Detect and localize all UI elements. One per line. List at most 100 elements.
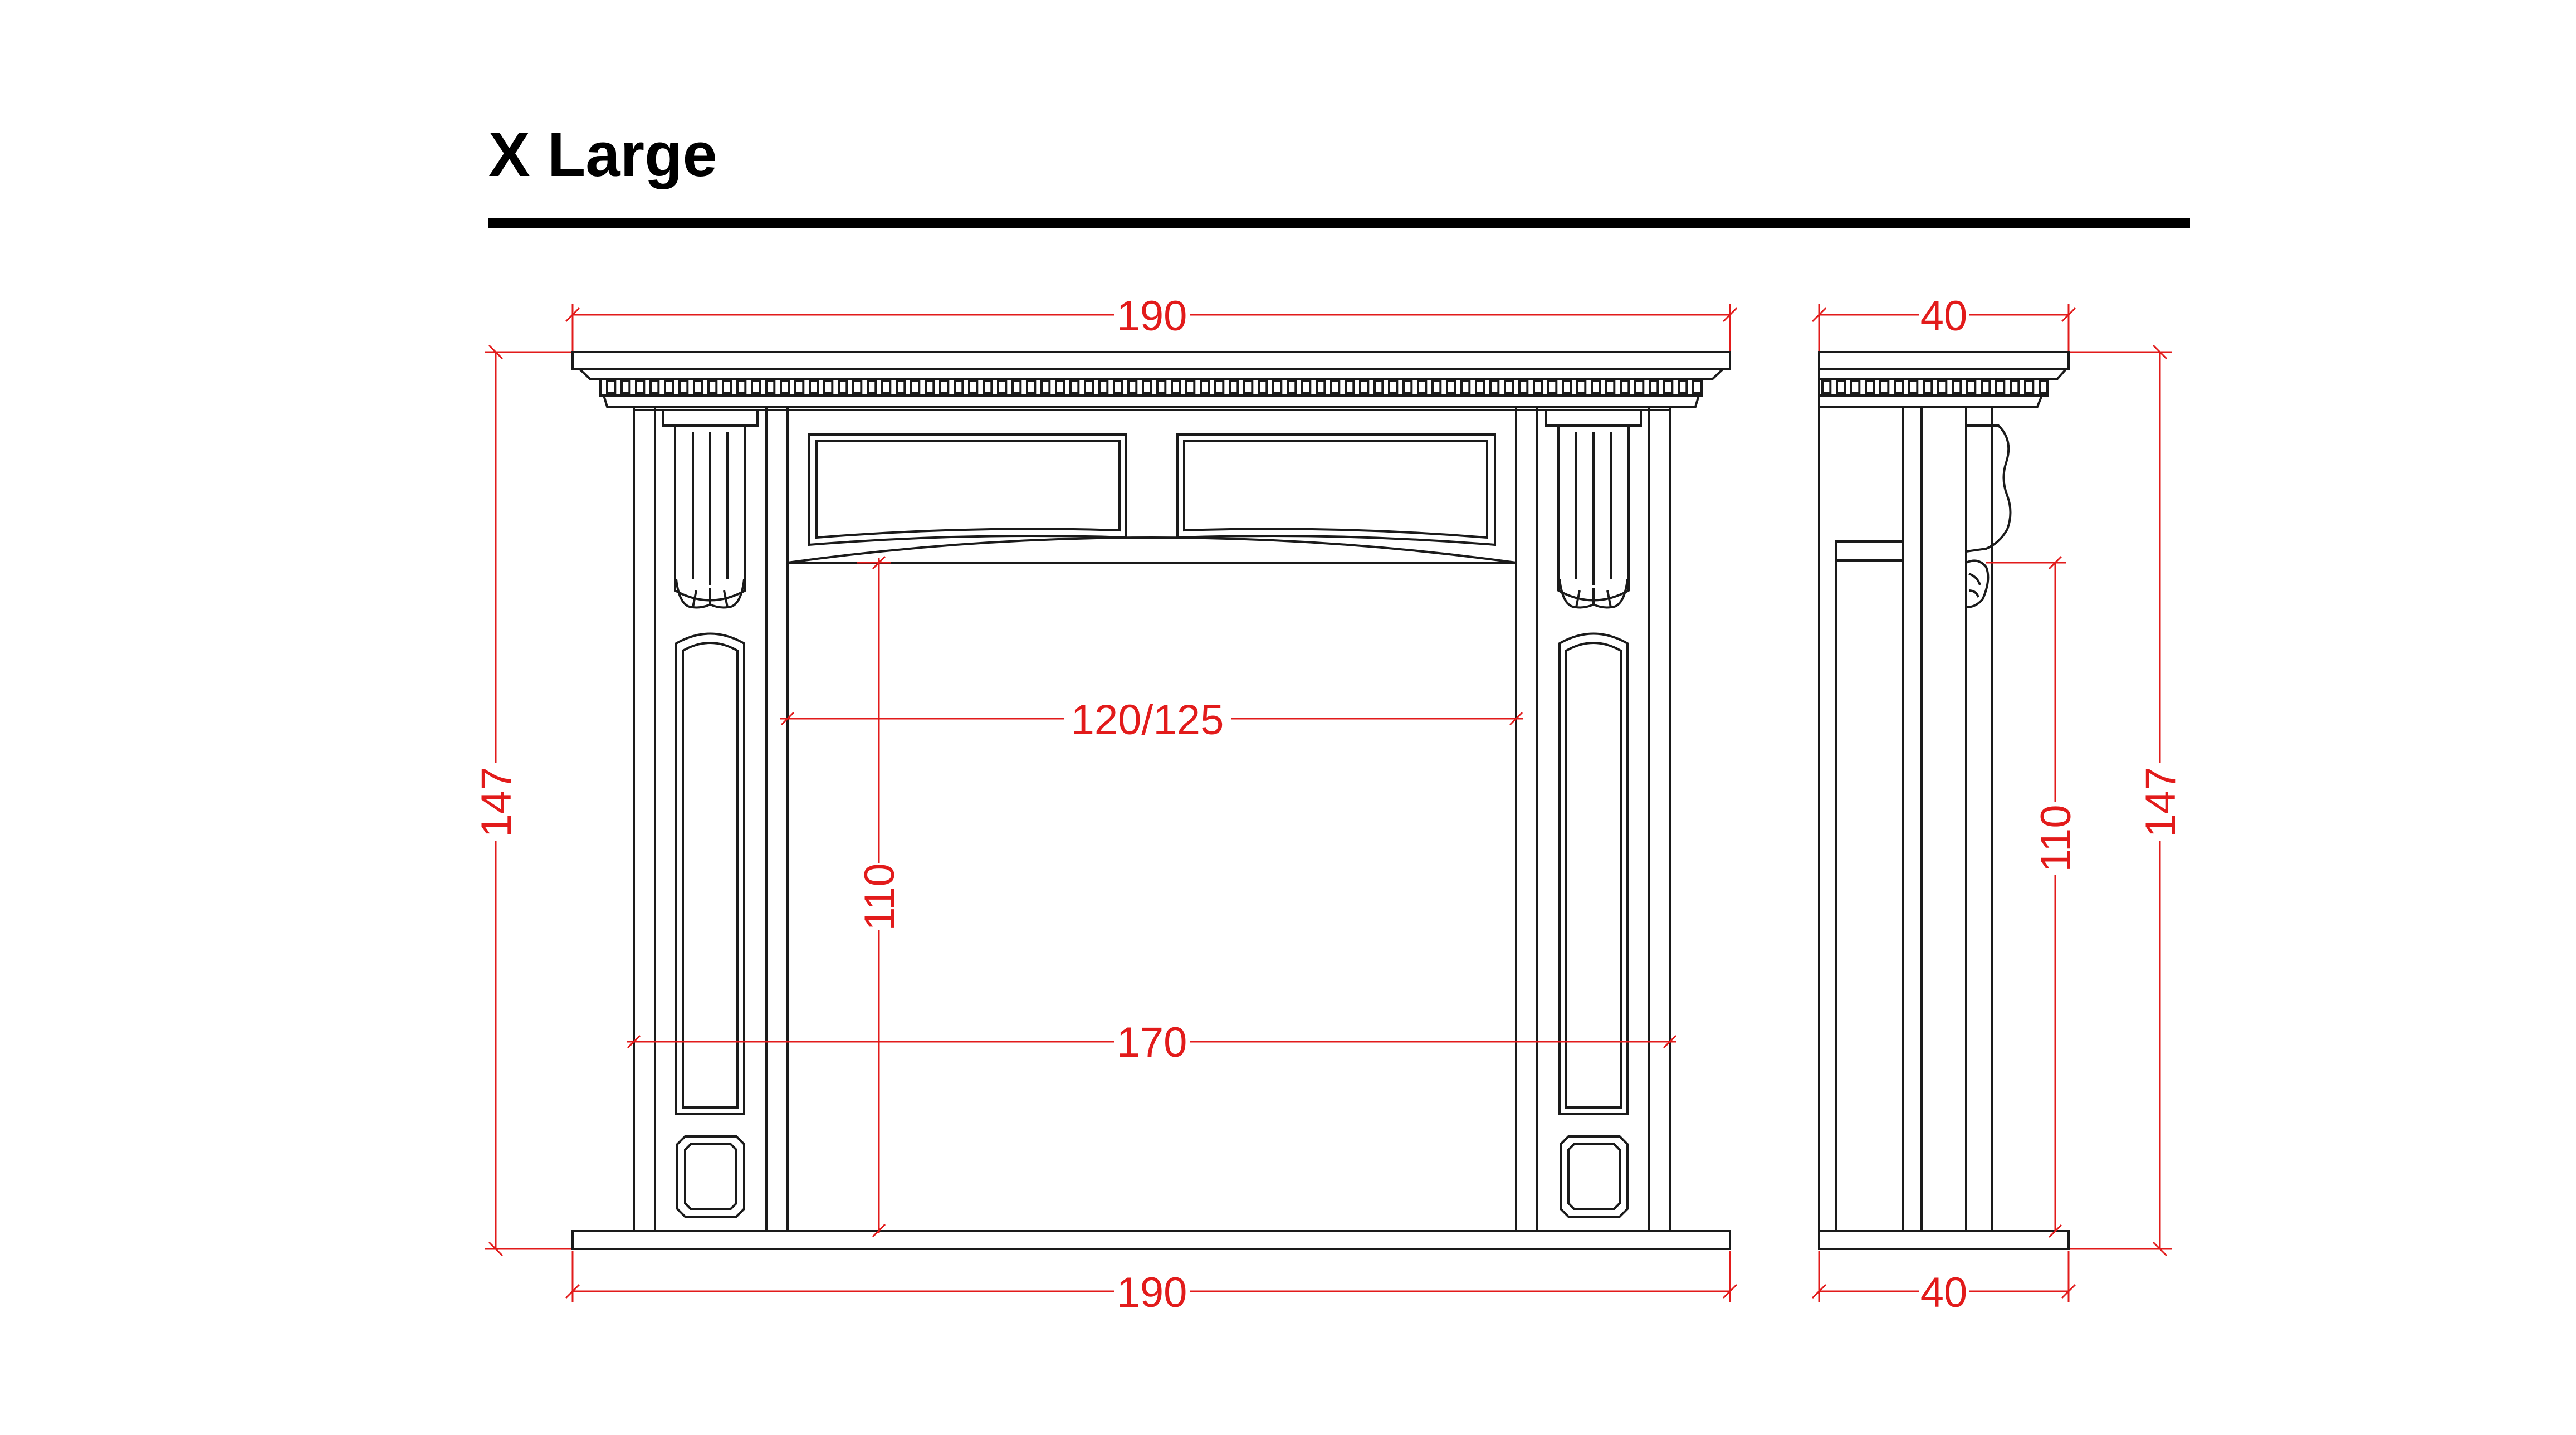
- side-mantel-shelf: [1818, 351, 2070, 370]
- dentil-block: [1214, 380, 1225, 394]
- dentil-block: [1923, 380, 1933, 394]
- dentil-block: [664, 380, 674, 394]
- mantel-cove: [576, 368, 1727, 380]
- dentil-block: [1185, 380, 1196, 394]
- label-side-bottom-depth: 40: [1920, 1269, 1968, 1316]
- dentil-block: [1821, 380, 1832, 394]
- dentil-block: [1634, 380, 1645, 394]
- dentil-block: [1518, 380, 1529, 394]
- dentil-block: [707, 380, 718, 394]
- dentil-block: [1663, 380, 1674, 394]
- dentil-block: [838, 380, 848, 394]
- dentil-block: [678, 380, 689, 394]
- dentil-block: [1533, 380, 1543, 394]
- front-view-fireplace: [571, 351, 1731, 1250]
- dentil-block: [881, 380, 892, 394]
- dentil-block: [1894, 380, 1904, 394]
- side-hearth: [1818, 1230, 2070, 1250]
- dentil-block: [1417, 380, 1428, 394]
- dentil-block: [968, 380, 979, 394]
- dentil-block: [1489, 380, 1500, 394]
- dentil-block: [2010, 380, 2020, 394]
- side-shell-detail: [1968, 573, 1981, 598]
- page-title: X Large: [488, 120, 717, 189]
- left-frieze-panel-inner: [815, 440, 1121, 539]
- dentil-block: [1142, 380, 1152, 394]
- label-overall-height: 147: [473, 767, 520, 838]
- dentil-block: [1865, 380, 1875, 394]
- left-frieze-panel: [808, 433, 1127, 546]
- dentil-block: [1316, 380, 1326, 394]
- dentil-block: [1446, 380, 1456, 394]
- side-dentil-blocks: [1821, 380, 2049, 394]
- dentil-block: [1330, 380, 1341, 394]
- dentil-block: [1605, 380, 1616, 394]
- dentil-block: [1258, 380, 1268, 394]
- dentil-block: [1879, 380, 1890, 394]
- dentil-block: [635, 380, 646, 394]
- label-bottom-width: 190: [1117, 1269, 1187, 1316]
- label-opening-height: 110: [856, 863, 903, 930]
- dentil-block: [1200, 380, 1210, 394]
- side-shell-profile: [1966, 559, 1990, 608]
- dentil-block: [939, 380, 950, 394]
- dentil-block: [1272, 380, 1283, 394]
- opening-arch: [787, 536, 1517, 564]
- right-panel: [1558, 632, 1629, 1115]
- hearth: [571, 1230, 1731, 1250]
- dentil-block: [1995, 380, 2006, 394]
- dentil-block: [1301, 380, 1312, 394]
- dentil-block: [1620, 380, 1630, 394]
- dentil-block: [1562, 380, 1572, 394]
- dentil-block: [925, 380, 935, 394]
- right-shell-ribs: [1575, 588, 1612, 608]
- dentil-block: [1243, 380, 1254, 394]
- dentil-block: [1373, 380, 1384, 394]
- right-base-block: [1560, 1135, 1629, 1218]
- dentil-block: [1981, 380, 1991, 394]
- dentil-block: [1908, 380, 1919, 394]
- side-corbel-profile: [1966, 424, 2012, 553]
- dentil-block: [1850, 380, 1861, 394]
- dentil-block: [693, 380, 703, 394]
- dentil-block: [1055, 380, 1065, 394]
- dentil-block: [809, 380, 819, 394]
- right-frieze-panel: [1176, 433, 1496, 546]
- dentil-block: [1069, 380, 1080, 394]
- left-panel-inner: [682, 642, 739, 1109]
- dentil-block: [1475, 380, 1485, 394]
- dentil-block: [1026, 380, 1037, 394]
- dentil-block: [1359, 380, 1370, 394]
- dentil-block: [823, 380, 834, 394]
- left-panel: [675, 632, 745, 1115]
- dentil-block: [1171, 380, 1181, 394]
- dentil-block: [794, 380, 805, 394]
- label-side-opening-height: 110: [2032, 804, 2080, 872]
- dentil-block: [1402, 380, 1413, 394]
- dentil-block: [1937, 380, 1948, 394]
- dentil-block: [910, 380, 921, 394]
- label-top-width: 190: [1117, 292, 1187, 340]
- dentil-block: [1011, 380, 1022, 394]
- dentil-block: [997, 380, 1008, 394]
- label-inner-width: 170: [1117, 1019, 1187, 1066]
- right-frieze-panel-inner: [1183, 440, 1488, 539]
- dentil-block: [1952, 380, 1962, 394]
- dentil-block: [1113, 380, 1123, 394]
- dentil-base: [602, 394, 1700, 408]
- dimension-labels: 190 190 147 120/125 110 170 40 40 110 14…: [473, 292, 2184, 1316]
- dentil-block: [954, 380, 964, 394]
- dentil-block: [736, 380, 747, 394]
- label-side-overall-height: 147: [2137, 767, 2184, 838]
- dentil-block: [1127, 380, 1138, 394]
- label-opening-width: 120/125: [1071, 696, 1224, 744]
- dentil-block: [1084, 380, 1094, 394]
- left-capital-block: [662, 409, 759, 427]
- dentil-block: [606, 380, 617, 394]
- dentil-block: [867, 380, 877, 394]
- dentil-block: [1692, 380, 1703, 394]
- dentil-block: [722, 380, 732, 394]
- title-underline: [488, 218, 2190, 228]
- left-base-block-inner: [684, 1143, 737, 1210]
